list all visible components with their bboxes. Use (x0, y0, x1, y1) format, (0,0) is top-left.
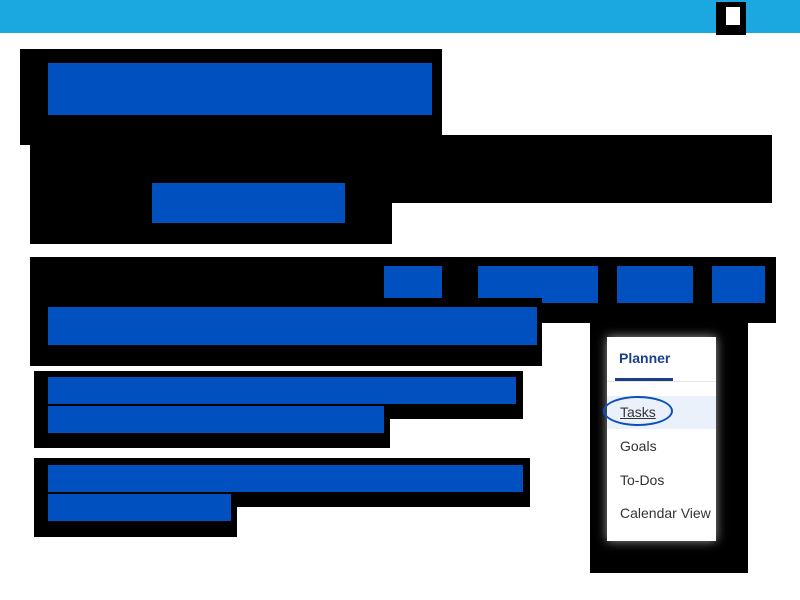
menu-item-todos[interactable]: To-Dos (620, 472, 665, 488)
redacted-banner-block (30, 135, 772, 203)
placeholder-tab[interactable] (712, 266, 765, 303)
placeholder-bar (48, 406, 384, 433)
menu-title: Planner (619, 350, 671, 366)
placeholder-tab[interactable] (478, 266, 598, 303)
highlight-ring (603, 396, 673, 426)
placeholder-bar (48, 377, 516, 404)
top-bar (0, 0, 800, 33)
placeholder-tab[interactable] (617, 266, 693, 303)
square-icon[interactable] (716, 2, 746, 35)
placeholder-bar[interactable] (152, 183, 345, 223)
menu-divider (607, 381, 716, 382)
placeholder-bar (48, 494, 231, 521)
placeholder-bar (48, 465, 523, 492)
placeholder-bar (48, 307, 537, 345)
placeholder-tab[interactable] (384, 266, 442, 299)
menu-item-goals[interactable]: Goals (620, 438, 657, 454)
menu-title-underline (615, 378, 673, 381)
placeholder-bar (48, 63, 432, 115)
planner-menu: Planner Tasks Goals To-Dos Calendar View (603, 337, 716, 541)
menu-item-calendar-view[interactable]: Calendar View (620, 505, 711, 521)
